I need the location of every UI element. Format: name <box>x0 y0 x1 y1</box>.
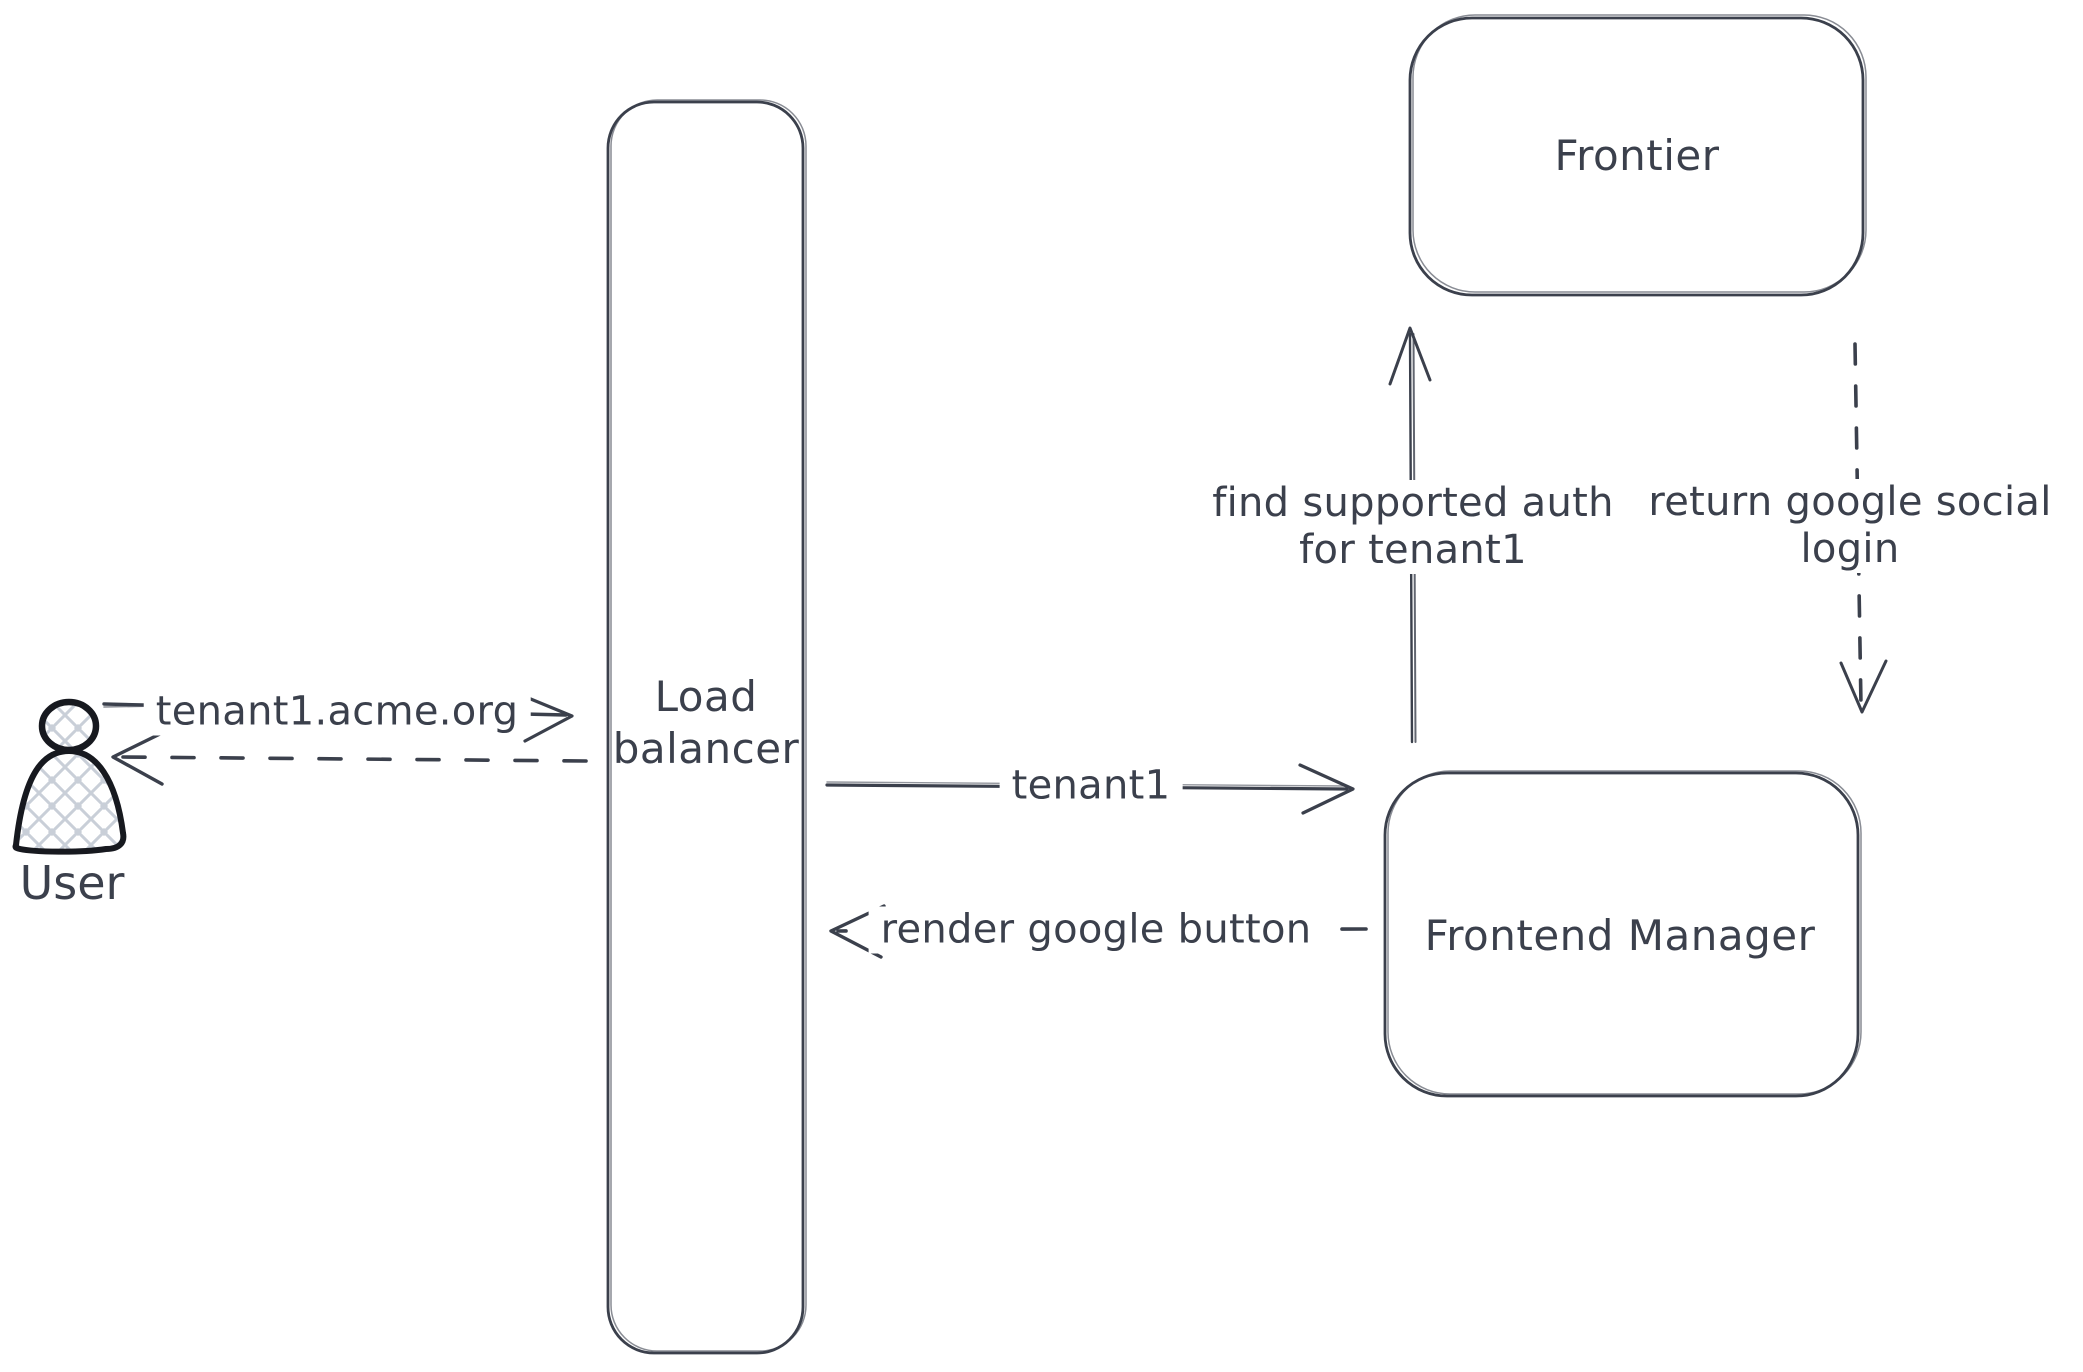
user-icon-head <box>38 698 100 754</box>
edge-label-find-supported-auth-line2: for tenant1 <box>1299 527 1527 573</box>
frontend-manager-box-sketch <box>1387 770 1862 1095</box>
arrow-load-balancer-to-user <box>111 730 588 786</box>
edge-label-tenant1-acme-org: tenant1.acme.org <box>143 688 531 736</box>
frontend-manager-label-line2: Manager <box>1627 911 1816 960</box>
user-icon-body <box>12 748 127 855</box>
frontend-manager-label-line1: Frontend <box>1424 911 1614 960</box>
load-balancer-box-sketch <box>610 99 807 1352</box>
user-label: User <box>19 856 125 910</box>
edge-label-tenant1: tenant1 <box>999 762 1183 810</box>
edge-label-return-google-social-login: return google social login <box>1636 479 2064 573</box>
load-balancer-box <box>606 100 805 1355</box>
arrowhead-right <box>519 693 574 743</box>
frontier-box <box>1408 16 1865 297</box>
arrowhead-down <box>1839 659 1888 714</box>
edge-label-return-google-social-login-line1: return google social <box>1648 479 2052 525</box>
edge-label-find-supported-auth-line1: find supported auth <box>1212 480 1614 526</box>
load-balancer-label-line1: Load <box>654 672 758 721</box>
arrowhead-right <box>1298 763 1355 815</box>
arrowhead-up <box>1388 326 1432 386</box>
arrowhead-left <box>829 904 886 959</box>
frontier-label: Frontier <box>1554 131 1720 180</box>
load-balancer-label: Load balancer <box>613 671 800 775</box>
frontend-manager-label: Frontend Manager <box>1425 910 1816 962</box>
edge-label-find-supported-auth: find supported auth for tenant1 <box>1200 480 1626 574</box>
frontier-box-sketch <box>1412 14 1867 293</box>
edge-label-render-google-button: render google button <box>868 906 1324 954</box>
load-balancer-label-line2: balancer <box>612 724 800 773</box>
frontend-manager-box <box>1383 771 1860 1098</box>
edge-label-return-google-social-login-line2: login <box>1800 526 1900 572</box>
user-icon <box>12 698 127 855</box>
arrowhead-left <box>111 730 166 786</box>
